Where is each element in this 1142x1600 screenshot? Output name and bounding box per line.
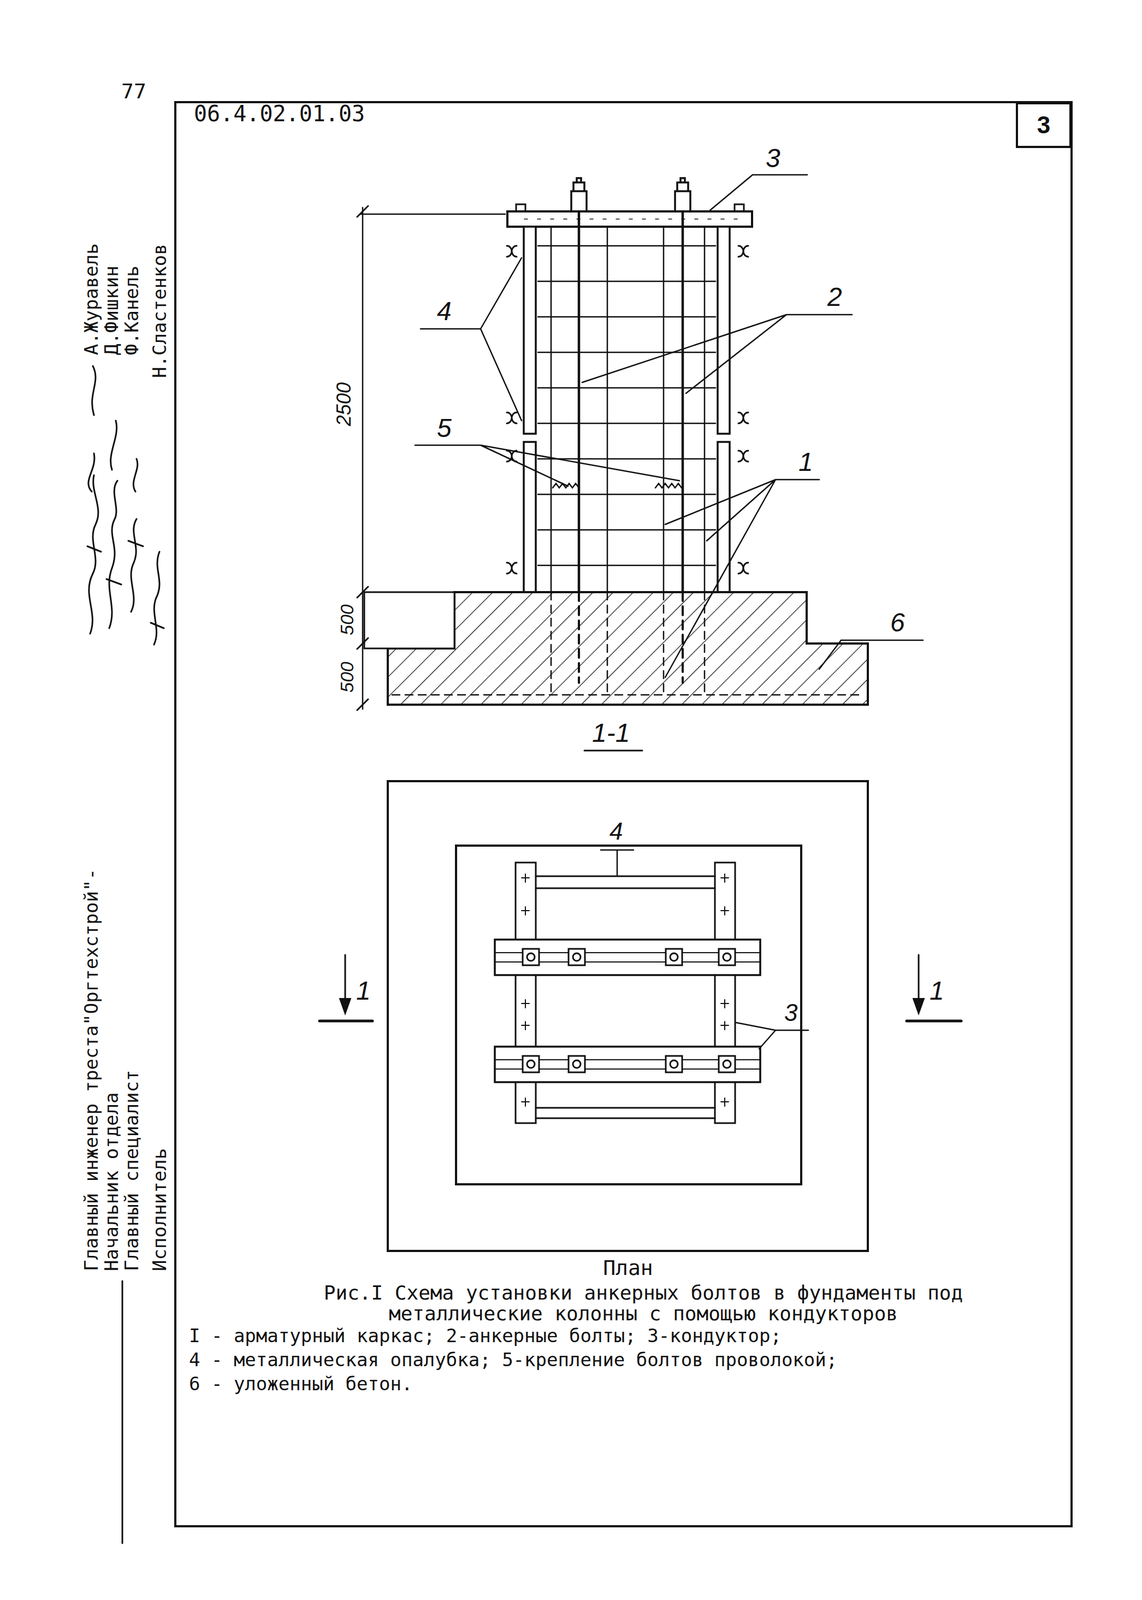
conductor-section [507,178,753,227]
callout-number: 6 [890,609,905,636]
callout-number: 5 [436,415,452,442]
sheet-frame [175,102,1072,1526]
stamp-position: Главный специалист [122,1069,141,1271]
callout-number: 3 [765,145,781,172]
stamp-position: Исполнитель [150,1148,169,1271]
dimension: 500 [337,661,357,693]
dimension: 500 [337,604,357,636]
stamp-position: Главный инженер треста"Оргтехстрой"- [81,868,101,1271]
section-marks [319,954,962,1021]
margin-line [121,1280,124,1543]
view-title: План [602,1257,654,1278]
stamp-name: Н.Сластенков [150,243,169,378]
callout-number: 1 [798,448,814,476]
figure-caption: Рис.I Схема установки анкерных болтов в … [307,1282,980,1324]
sheet-number-box: 3 [1015,102,1072,149]
foundation-concrete [364,592,868,705]
section-mark: 1 [929,977,945,1004]
stamp-name: Ф.Канель [122,265,141,355]
reinforcement-cage [537,226,716,593]
document-code: 06.4.02.01.03 [193,102,365,125]
anchor-bolts [578,211,683,593]
formwork-clamps [506,245,749,574]
leader-lines [415,174,923,751]
section-label: 1-1 [592,719,630,747]
legend-line: 6 - уложенный бетон. [188,1374,413,1393]
stamp-position: Начальник отдела [102,1091,121,1271]
callout-number: 3 [784,1000,798,1025]
callout-number: 4 [609,819,623,844]
legend-line: 4 - металлическая опалубка; 5-крепление … [188,1350,838,1369]
callout-number: 4 [436,298,452,325]
callout-number: 2 [827,283,843,311]
section-mark: 1 [356,977,371,1004]
stamp-name: Д.Фишкин [102,265,121,355]
page-number: 77 [121,80,147,102]
metal-formwork [523,226,730,593]
stamp-name: А.Журавель [81,243,101,355]
plan-view [387,780,868,1251]
dimension-line [357,205,506,710]
legend-line: I - арматурный каркас; 2-анкерные болты;… [188,1326,782,1345]
sheet-number: 3 [1037,113,1051,138]
signatures [87,365,164,645]
dimension: 2500 [334,382,354,426]
